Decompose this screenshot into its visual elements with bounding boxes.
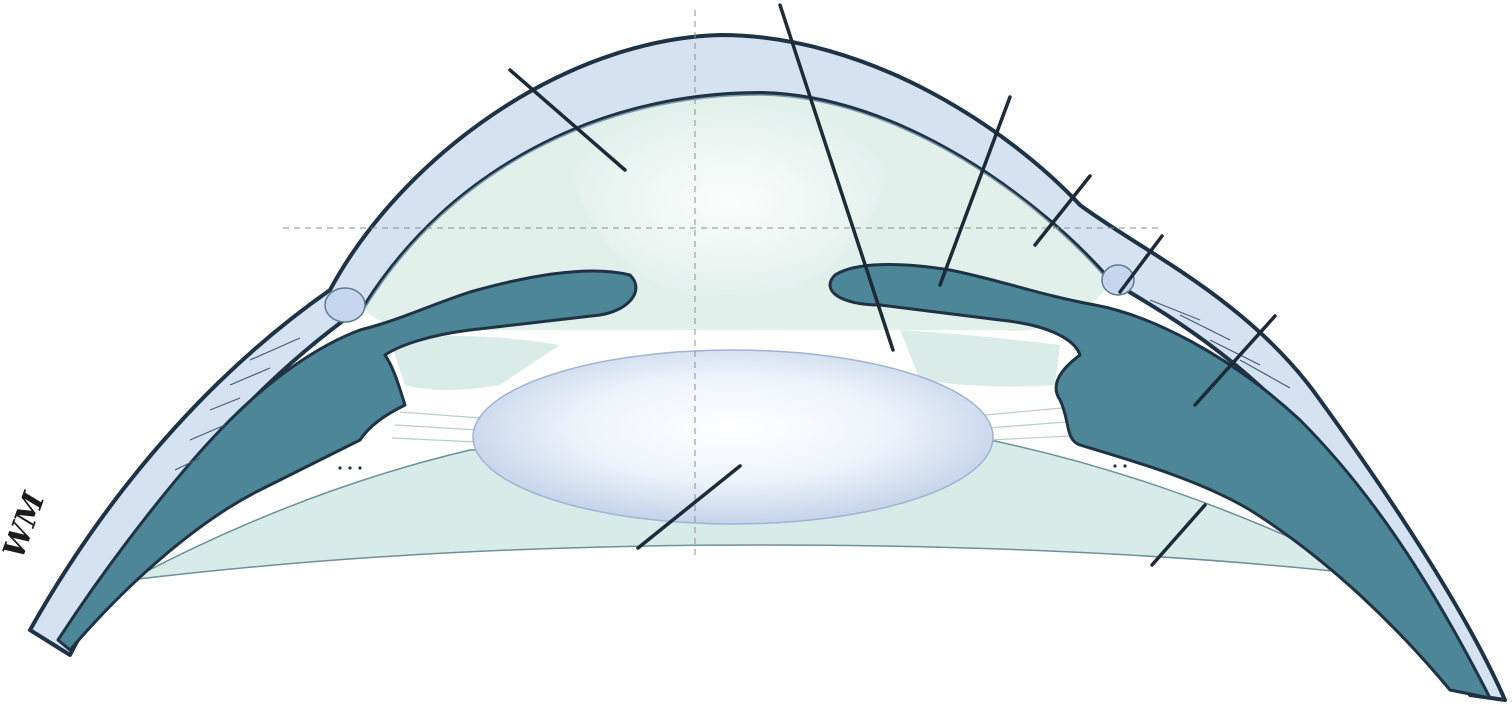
schlemm-canal-left [325, 288, 365, 322]
lens [473, 350, 993, 524]
